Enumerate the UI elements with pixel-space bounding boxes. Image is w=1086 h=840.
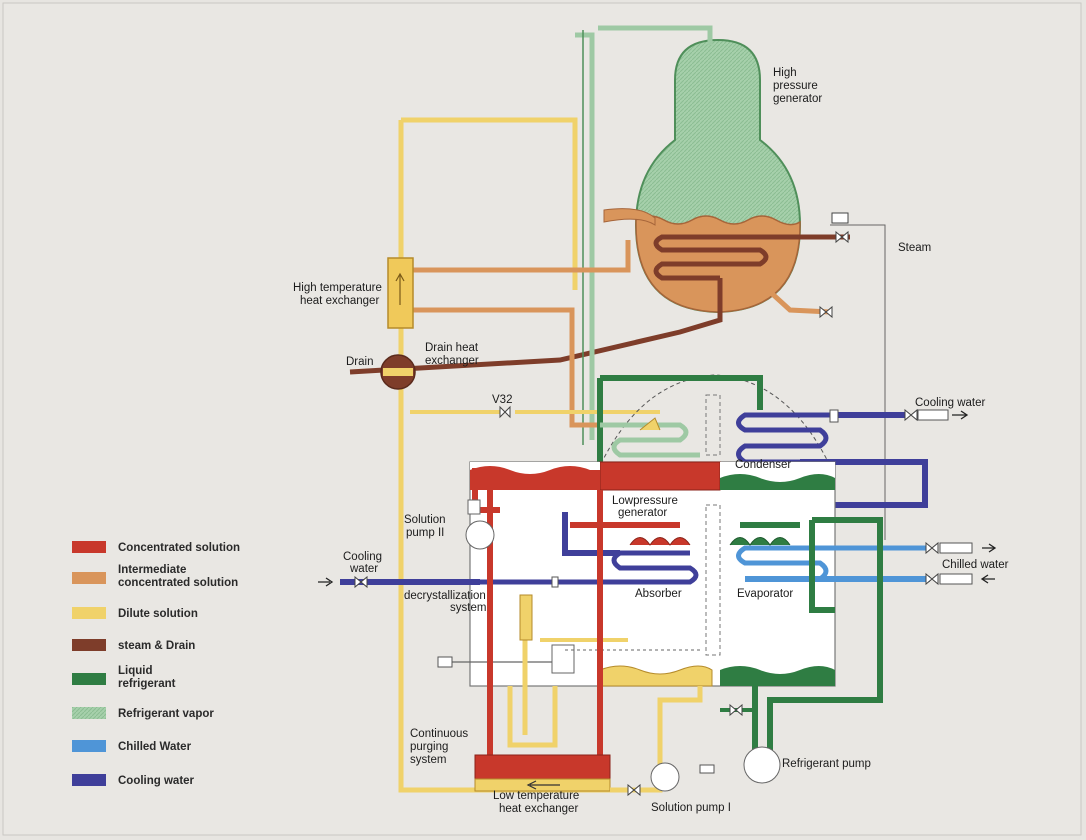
legend-item: Dilute solution bbox=[72, 607, 198, 620]
absorber-coil bbox=[480, 550, 699, 585]
legend-label: Intermediate bbox=[118, 564, 186, 576]
label-lpg-1: Lowpressure bbox=[612, 495, 678, 507]
label-lt-hx-1: Low temperature bbox=[493, 790, 579, 802]
label-decryst-2: system bbox=[450, 602, 486, 614]
refrigerant-pump-symbol bbox=[743, 746, 781, 784]
label-chilled-water: Chilled water bbox=[942, 559, 1009, 571]
legend-label: Cooling water bbox=[118, 775, 195, 787]
legend-label: Dilute solution bbox=[118, 608, 198, 620]
high-pressure-generator bbox=[603, 38, 802, 314]
label-v32: V32 bbox=[492, 394, 512, 406]
legend-swatch bbox=[72, 607, 106, 619]
label-solution-pump-1: Solution pump I bbox=[651, 802, 731, 814]
legend-item: Refrigerant vapor bbox=[72, 707, 214, 720]
legend: Concentrated solutionIntermediateconcent… bbox=[72, 541, 240, 787]
drain-line bbox=[349, 278, 723, 375]
label-cooling-water-out: Cooling water bbox=[915, 397, 985, 409]
label-cw-in-2: water bbox=[349, 563, 378, 575]
legend-swatch bbox=[72, 673, 106, 685]
legend-swatch bbox=[72, 774, 106, 786]
legend-label: concentrated solution bbox=[118, 577, 238, 589]
label-sp2-1: Solution bbox=[404, 514, 446, 526]
label-hpg-2: pressure bbox=[773, 80, 818, 92]
legend-item: Concentrated solution bbox=[72, 541, 240, 554]
label-hpg-1: High bbox=[773, 67, 797, 79]
label-drain-hx-2: exchanger bbox=[425, 355, 479, 367]
legend-label: refrigerant bbox=[118, 678, 176, 690]
label-purge-1: Continuous bbox=[410, 728, 468, 740]
label-sp2-2: pump II bbox=[406, 527, 444, 539]
label-decryst-1: decrystallization bbox=[404, 590, 486, 602]
high-temp-heat-exchanger bbox=[387, 257, 414, 329]
label-evaporator: Evaporator bbox=[737, 588, 793, 600]
condenser-dome bbox=[597, 374, 833, 471]
legend-label: Refrigerant vapor bbox=[118, 708, 214, 720]
diagram-labels: High pressure generator Steam High tempe… bbox=[293, 67, 1009, 815]
legend-label: Chilled Water bbox=[118, 741, 192, 753]
legend-swatch bbox=[72, 541, 106, 553]
legend-swatch bbox=[72, 639, 106, 651]
label-hpg-3: generator bbox=[773, 93, 822, 105]
intermediate-pipe bbox=[410, 240, 631, 273]
evaporator-coil bbox=[736, 545, 930, 582]
dilute-pipe-top bbox=[401, 117, 578, 290]
steam-coil bbox=[653, 234, 850, 281]
legend-item: Chilled Water bbox=[72, 740, 192, 753]
label-purge-2: purging bbox=[410, 741, 448, 753]
solution-pump-1-symbol bbox=[650, 762, 680, 792]
valves bbox=[354, 212, 939, 797]
label-refrigerant-pump: Refrigerant pump bbox=[782, 758, 871, 770]
label-steam: Steam bbox=[898, 242, 931, 254]
label-cw-in-1: Cooling bbox=[343, 551, 382, 563]
label-absorber: Absorber bbox=[635, 588, 682, 600]
label-ht-hx-1: High temperature bbox=[293, 282, 382, 294]
legend-swatch bbox=[72, 572, 106, 584]
main-shell bbox=[469, 461, 836, 687]
legend-item: Cooling water bbox=[72, 774, 195, 787]
label-lpg-2: generator bbox=[618, 507, 667, 519]
legend-label: Concentrated solution bbox=[118, 542, 240, 554]
legend-label: steam & Drain bbox=[118, 640, 195, 652]
label-drain-hx-1: Drain heat bbox=[425, 342, 479, 354]
label-lt-hx-2: heat exchanger bbox=[499, 803, 578, 815]
legend-swatch bbox=[72, 740, 106, 752]
label-ht-hx-2: heat exchanger bbox=[300, 295, 379, 307]
solution-pump-2-symbol bbox=[465, 520, 495, 550]
legend-item: steam & Drain bbox=[72, 639, 195, 652]
low-temp-heat-exchanger bbox=[474, 754, 611, 780]
refrigerant-line bbox=[767, 517, 883, 760]
label-purge-3: system bbox=[410, 754, 446, 766]
vapor-line-1 bbox=[575, 32, 595, 440]
legend-label: Liquid bbox=[118, 665, 153, 677]
label-drain: Drain bbox=[346, 356, 373, 368]
legend-swatch bbox=[72, 707, 106, 719]
condenser-coil bbox=[736, 412, 830, 465]
label-condenser: Condenser bbox=[735, 459, 791, 471]
